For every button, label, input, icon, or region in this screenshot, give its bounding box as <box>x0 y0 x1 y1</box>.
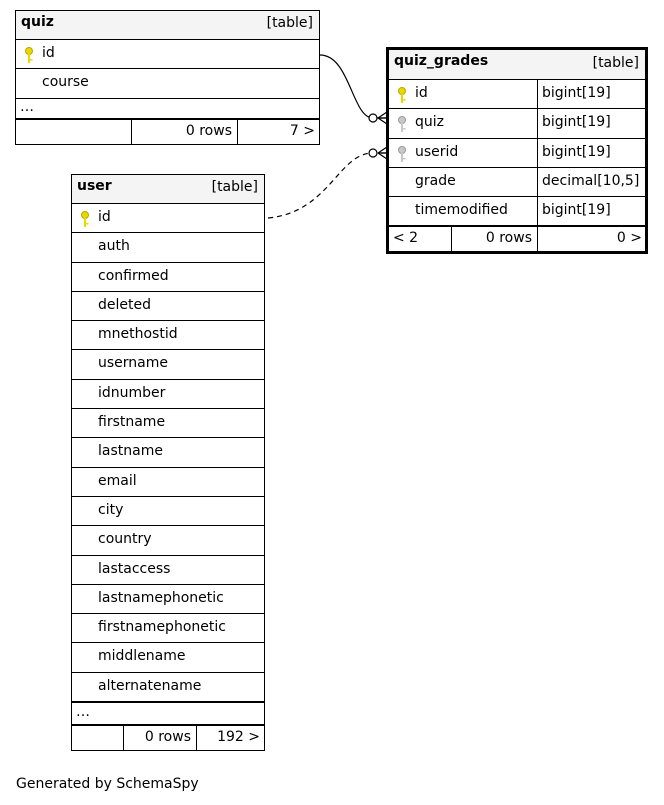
row-count: 0 rows <box>451 227 537 252</box>
column-row[interactable]: country <box>72 526 264 556</box>
column-row[interactable]: city <box>72 497 264 527</box>
column-name: country <box>98 531 152 548</box>
table-footer: 0 rows 192 > <box>72 725 265 751</box>
parents-count[interactable]: < 2 <box>393 230 419 247</box>
table-type: [table] <box>211 179 258 195</box>
column-row[interactable]: alternatename <box>72 673 264 703</box>
table-name: user <box>77 178 112 194</box>
column-name: alternatename <box>98 677 202 694</box>
column-name: quiz <box>415 114 444 131</box>
table-user[interactable]: user [table] id auth confirmed deleted m… <box>71 174 265 752</box>
row-count: 0 rows <box>123 726 196 751</box>
column-row[interactable]: userid bigint[19] <box>389 138 647 168</box>
relation-crowfoot-marker <box>377 111 388 125</box>
column-name: idnumber <box>98 384 166 401</box>
column-name: userid <box>415 143 459 160</box>
column-row[interactable]: quiz bigint[19] <box>389 109 647 139</box>
column-row[interactable]: idnumber <box>72 380 264 410</box>
column-name: firstnamephonetic <box>98 619 226 636</box>
table-footer: 0 rows 7 > <box>16 118 320 144</box>
column-row[interactable]: firstnamephonetic <box>72 614 264 644</box>
children-count[interactable]: 0 > <box>537 227 647 252</box>
column-row[interactable]: confirmed <box>72 263 264 292</box>
column-row[interactable]: lastaccess <box>72 556 264 585</box>
column-row[interactable]: mnethostid <box>72 321 264 351</box>
column-row[interactable]: grade decimal[10,5] <box>389 167 647 198</box>
parents-count[interactable] <box>72 726 123 750</box>
table-quiz[interactable]: quiz [table] id course … 0 rows 7 > <box>15 10 320 145</box>
table-header: user [table] <box>72 175 264 204</box>
column-name: id <box>415 85 428 101</box>
column-name: id <box>98 209 111 225</box>
column-name: confirmed <box>98 267 169 284</box>
column-row[interactable]: timemodified bigint[19] <box>389 197 647 227</box>
children-count[interactable]: 7 > <box>237 119 320 144</box>
column-type: bigint[19] <box>537 109 647 138</box>
column-type: bigint[19] <box>537 197 647 226</box>
column-name: grade <box>415 172 456 189</box>
column-name: course <box>42 74 89 91</box>
column-row[interactable]: middlename <box>72 643 264 673</box>
table-name: quiz_grades <box>394 53 489 69</box>
column-row[interactable]: firstname <box>72 409 264 439</box>
relation-user-to-quiz-grades <box>267 152 386 219</box>
column-name: middlename <box>98 648 186 665</box>
column-row[interactable]: id <box>72 204 264 234</box>
column-name: lastaccess <box>98 560 171 577</box>
column-row[interactable]: id bigint[19] <box>389 80 647 110</box>
column-name: timemodified <box>415 202 508 219</box>
more-columns-row: … <box>16 99 319 119</box>
row-count: 0 rows <box>131 119 237 144</box>
column-name: id <box>42 45 55 61</box>
column-row[interactable]: email <box>72 468 264 497</box>
table-type: [table] <box>266 15 313 31</box>
column-name: auth <box>98 238 130 255</box>
primary-key-icon <box>81 211 89 227</box>
ellipsis: … <box>20 98 34 115</box>
column-type: decimal[10,5] <box>537 167 647 197</box>
table-footer: < 2 0 rows 0 > <box>389 226 647 252</box>
relation-optional-marker <box>368 113 378 123</box>
column-name: username <box>98 355 168 372</box>
column-name: lastnamephonetic <box>98 589 224 606</box>
column-name: email <box>98 472 137 489</box>
parents-count[interactable] <box>16 120 131 144</box>
foreign-key-icon <box>398 145 406 162</box>
column-row[interactable]: username <box>72 350 264 380</box>
children-count[interactable]: 192 > <box>196 726 265 751</box>
table-header: quiz [table] <box>16 11 319 40</box>
primary-key-icon <box>398 87 406 103</box>
relation-optional-marker <box>368 148 378 158</box>
more-columns-row: … <box>72 702 264 726</box>
column-name: lastname <box>98 443 163 460</box>
table-name: quiz <box>21 14 54 30</box>
column-name: mnethostid <box>98 326 178 343</box>
table-quiz-grades[interactable]: quiz_grades [table] id bigint[19] quiz b… <box>386 47 648 255</box>
column-name: city <box>98 501 124 518</box>
column-row[interactable]: lastname <box>72 438 264 468</box>
relation-quiz-to-quiz-grades <box>319 54 386 119</box>
column-name: firstname <box>98 414 166 431</box>
column-name: deleted <box>98 296 151 313</box>
table-type: [table] <box>592 55 639 71</box>
column-type: bigint[19] <box>537 80 647 109</box>
column-row[interactable]: course <box>16 69 319 99</box>
primary-key-icon <box>25 47 33 63</box>
foreign-key-icon <box>398 116 406 133</box>
relation-crowfoot-marker <box>377 146 388 160</box>
column-row[interactable]: id <box>16 40 319 70</box>
column-row[interactable]: lastnamephonetic <box>72 585 264 615</box>
column-row[interactable]: deleted <box>72 292 264 322</box>
column-type: bigint[19] <box>537 138 647 167</box>
table-header: quiz_grades [table] <box>389 50 645 80</box>
generated-by-label: Generated by SchemaSpy <box>16 776 199 792</box>
ellipsis: … <box>76 704 90 721</box>
column-row[interactable]: auth <box>72 233 264 263</box>
